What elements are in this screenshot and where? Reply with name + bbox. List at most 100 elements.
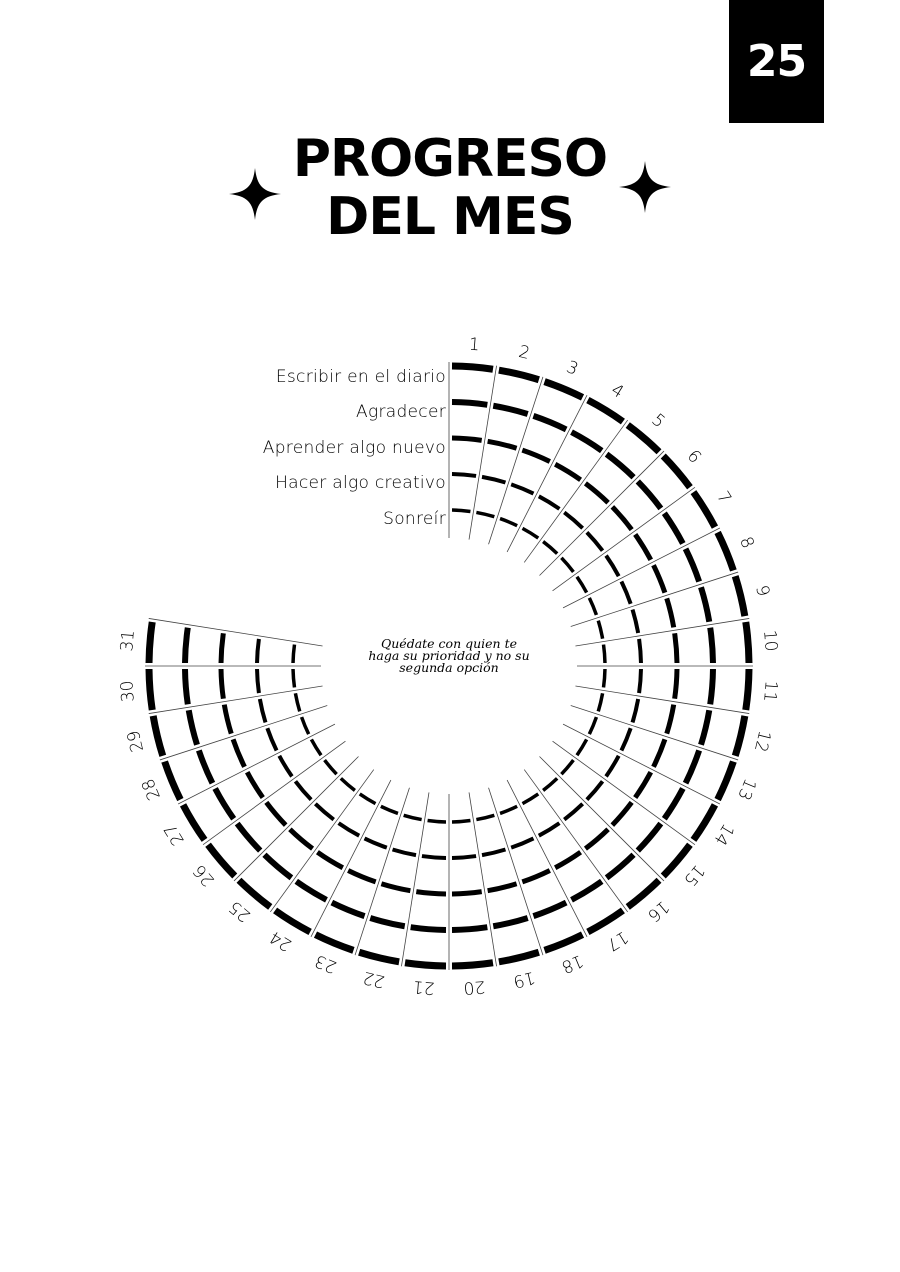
habit-day-cell[interactable] xyxy=(560,556,575,573)
habit-day-cell[interactable] xyxy=(255,668,261,694)
habit-day-cell[interactable] xyxy=(499,804,518,816)
habit-day-cell[interactable] xyxy=(521,868,551,885)
habit-day-cell[interactable] xyxy=(451,854,477,860)
habit-day-cell[interactable] xyxy=(661,511,686,545)
habit-day-cell[interactable] xyxy=(218,668,226,700)
habit-day-cell[interactable] xyxy=(714,760,737,802)
habit-day-cell[interactable] xyxy=(358,948,400,966)
habit-day-cell[interactable] xyxy=(587,597,599,616)
habit-day-cell[interactable] xyxy=(630,608,641,634)
habit-day-cell[interactable] xyxy=(257,698,268,724)
habit-day-cell[interactable] xyxy=(234,821,263,853)
habit-day-cell[interactable] xyxy=(521,792,540,806)
habit-day-cell[interactable] xyxy=(421,854,447,860)
habit-day-cell[interactable] xyxy=(476,510,495,519)
habit-day-cell[interactable] xyxy=(532,899,568,919)
habit-day-cell[interactable] xyxy=(451,508,471,514)
habit-day-cell[interactable] xyxy=(625,877,662,910)
habit-day-cell[interactable] xyxy=(651,564,668,594)
habit-day-cell[interactable] xyxy=(707,668,716,705)
habit-day-cell[interactable] xyxy=(451,435,483,443)
habit-day-cell[interactable] xyxy=(742,621,753,664)
habit-day-cell[interactable] xyxy=(487,881,518,894)
habit-day-cell[interactable] xyxy=(682,749,702,785)
habit-day-cell[interactable] xyxy=(277,754,294,778)
habit-day-cell[interactable] xyxy=(481,847,507,858)
habit-day-cell[interactable] xyxy=(182,668,191,705)
habit-day-cell[interactable] xyxy=(358,792,377,806)
habit-day-cell[interactable] xyxy=(245,771,265,800)
habit-day-cell[interactable] xyxy=(293,780,313,802)
habit-day-cell[interactable] xyxy=(543,931,585,954)
habit-day-cell[interactable] xyxy=(619,580,633,605)
habit-day-cell[interactable] xyxy=(575,575,589,594)
habit-day-cell[interactable] xyxy=(731,715,749,757)
habit-day-cell[interactable] xyxy=(363,836,388,850)
habit-day-cell[interactable] xyxy=(690,490,719,529)
habit-day-cell[interactable] xyxy=(255,638,261,664)
habit-day-cell[interactable] xyxy=(570,878,604,903)
habit-day-cell[interactable] xyxy=(596,620,605,639)
habit-day-cell[interactable] xyxy=(672,632,680,664)
habit-day-cell[interactable] xyxy=(510,836,535,850)
habit-day-cell[interactable] xyxy=(380,804,399,816)
habit-day-cell[interactable] xyxy=(313,802,335,822)
habit-day-cell[interactable] xyxy=(369,915,406,930)
habit-day-cell[interactable] xyxy=(625,422,662,455)
habit-day-cell[interactable] xyxy=(487,438,518,451)
habit-day-cell[interactable] xyxy=(218,632,226,664)
habit-day-cell[interactable] xyxy=(585,780,605,802)
habit-day-cell[interactable] xyxy=(337,821,361,838)
habit-day-cell[interactable] xyxy=(554,462,583,482)
habit-day-cell[interactable] xyxy=(731,575,749,617)
habit-day-cell[interactable] xyxy=(698,586,713,623)
habit-day-cell[interactable] xyxy=(583,827,610,851)
habit-day-cell[interactable] xyxy=(651,738,668,768)
habit-day-cell[interactable] xyxy=(492,915,529,930)
habit-day-cell[interactable] xyxy=(182,627,191,664)
habit-day-cell[interactable] xyxy=(499,516,518,528)
habit-day-cell[interactable] xyxy=(698,709,713,746)
habit-day-cell[interactable] xyxy=(630,698,641,724)
habit-day-cell[interactable] xyxy=(604,852,636,881)
habit-day-cell[interactable] xyxy=(294,878,328,903)
habit-day-cell[interactable] xyxy=(707,627,716,664)
habit-day-cell[interactable] xyxy=(145,621,156,664)
habit-day-cell[interactable] xyxy=(537,494,561,511)
habit-day-cell[interactable] xyxy=(265,727,279,752)
habit-day-cell[interactable] xyxy=(543,378,585,401)
habit-day-cell[interactable] xyxy=(451,362,494,373)
habit-day-cell[interactable] xyxy=(347,868,377,885)
habit-day-cell[interactable] xyxy=(610,505,634,532)
habit-day-cell[interactable] xyxy=(664,597,677,628)
habit-day-cell[interactable] xyxy=(476,813,495,822)
habit-day-cell[interactable] xyxy=(660,842,693,879)
habit-day-cell[interactable] xyxy=(661,787,686,821)
habit-day-cell[interactable] xyxy=(610,800,634,827)
habit-day-cell[interactable] xyxy=(291,644,297,664)
habit-day-cell[interactable] xyxy=(451,889,483,897)
habit-day-cell[interactable] xyxy=(498,366,540,384)
habit-day-cell[interactable] xyxy=(742,668,753,711)
habit-day-cell[interactable] xyxy=(583,481,610,505)
habit-day-cell[interactable] xyxy=(542,540,559,555)
habit-day-cell[interactable] xyxy=(264,800,288,827)
habit-day-cell[interactable] xyxy=(537,821,561,838)
habit-day-cell[interactable] xyxy=(205,842,238,879)
habit-day-cell[interactable] xyxy=(161,760,184,802)
habit-day-cell[interactable] xyxy=(601,668,607,688)
habit-day-cell[interactable] xyxy=(492,402,529,417)
habit-day-cell[interactable] xyxy=(145,668,156,711)
habit-day-cell[interactable] xyxy=(532,413,568,433)
habit-day-cell[interactable] xyxy=(635,821,664,853)
habit-day-cell[interactable] xyxy=(179,803,208,842)
habit-day-cell[interactable] xyxy=(690,803,719,842)
habit-day-cell[interactable] xyxy=(586,907,625,936)
habit-day-cell[interactable] xyxy=(682,547,702,583)
habit-day-cell[interactable] xyxy=(404,959,447,970)
habit-day-cell[interactable] xyxy=(262,852,294,881)
habit-day-cell[interactable] xyxy=(185,709,200,746)
habit-day-cell[interactable] xyxy=(563,510,585,530)
habit-day-cell[interactable] xyxy=(542,777,559,792)
habit-day-cell[interactable] xyxy=(427,818,447,824)
